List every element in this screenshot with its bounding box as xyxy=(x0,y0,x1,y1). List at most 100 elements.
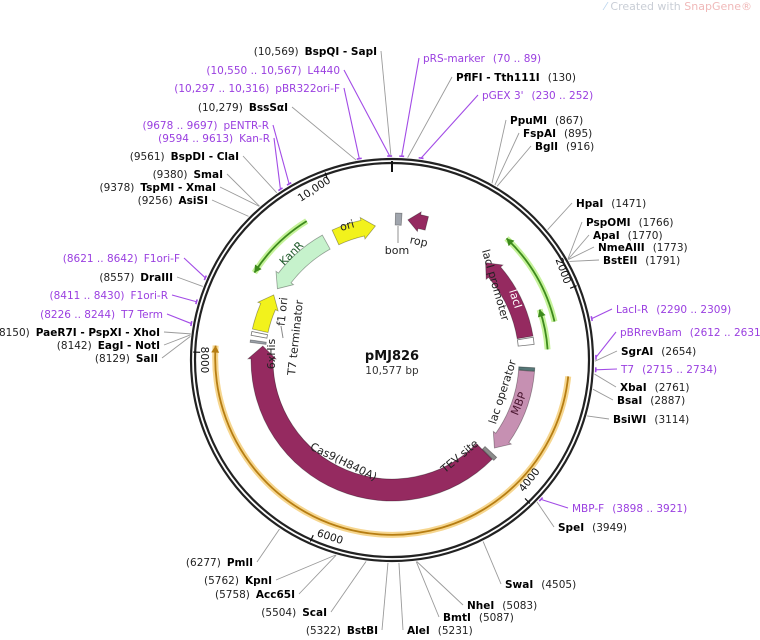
site-leader-line xyxy=(176,276,203,287)
site-position: (1471) xyxy=(611,198,646,210)
site-position: (9378) xyxy=(99,182,134,194)
annotation-arc[interactable] xyxy=(214,345,570,536)
site-bsss-i[interactable]: (10,279)BssSαI xyxy=(198,102,288,114)
feature-label-6xhis[interactable]: 6xHis xyxy=(265,338,278,369)
site-smai[interactable]: (9380)SmaI xyxy=(153,169,223,181)
site-position: (6277) xyxy=(186,557,221,569)
primer-prs-marker[interactable]: pRS-marker(70 .. 89) xyxy=(423,53,541,65)
site-draiii[interactable]: (8557)DraIII xyxy=(99,272,173,284)
feature-f1-ori[interactable] xyxy=(251,294,279,333)
site-spei[interactable]: SpeI(3949) xyxy=(558,522,627,534)
site-leader-line xyxy=(398,562,404,631)
site-scai[interactable]: (5504)ScaI xyxy=(261,607,327,619)
primer-pbr322ori-f[interactable]: (10,297 .. 10,316)pBR322ori-F xyxy=(174,83,340,95)
site-sali[interactable]: (8129)SalI xyxy=(95,353,158,365)
site-bgli[interactable]: BglI(916) xyxy=(535,141,594,153)
site-leader-line xyxy=(163,331,191,335)
site-bmti[interactable]: BmtI(5087) xyxy=(443,612,514,624)
site-swai[interactable]: SwaI(4505) xyxy=(505,579,576,591)
tick-label-8000: 8000 xyxy=(198,347,210,374)
site-sgrai[interactable]: SgrAI(2654) xyxy=(621,346,696,358)
site-position: (9380) xyxy=(153,169,188,181)
primer-pgex-3-[interactable]: pGEX 3'(230 .. 252) xyxy=(482,90,593,102)
site-position: (5231) xyxy=(438,625,473,637)
site-bspqi-sapi[interactable]: (10,569)BspQI - SapI xyxy=(254,46,377,58)
site-acc65i[interactable]: (5758)Acc65I xyxy=(215,589,295,601)
primer-f1ori-f[interactable]: (8621 .. 8642)F1ori-F xyxy=(63,253,180,265)
feature-t7-terminator[interactable] xyxy=(250,331,268,339)
primer-leader-line xyxy=(595,368,618,371)
site-bspdi-clai[interactable]: (9561)BspDI - ClaI xyxy=(130,151,239,163)
feature-6xhis[interactable] xyxy=(249,339,267,345)
primer-l4440[interactable]: (10,550 .. 10,567)L4440 xyxy=(206,65,340,77)
feature-ori[interactable] xyxy=(331,216,377,246)
primer-pbrrevbam[interactable]: pBRrevBam(2612 .. 2631) xyxy=(620,327,760,339)
site-leader-line xyxy=(380,50,392,158)
site-fspai[interactable]: FspAI(895) xyxy=(523,128,592,140)
site-paer7i-pspxi-xhoi[interactable]: (8150)PaeR7I - PspXI - XhoI xyxy=(0,327,160,339)
site-nhei[interactable]: NheI(5083) xyxy=(467,600,537,612)
site-hpai[interactable]: HpaI(1471) xyxy=(576,198,646,210)
primer-leader-line xyxy=(343,69,391,157)
site-apai[interactable]: ApaI(1770) xyxy=(593,230,663,242)
primer-laci-r[interactable]: LacI-R(2290 .. 2309) xyxy=(616,304,731,316)
feature-mbp[interactable] xyxy=(492,369,535,449)
feature-kanr[interactable] xyxy=(275,234,331,290)
site-leader-line xyxy=(330,561,367,613)
primer-kan-r[interactable]: (9594 .. 9613)Kan-R xyxy=(158,133,270,145)
feature-label-ori[interactable]: ori xyxy=(338,217,355,233)
site-pspomi[interactable]: PspOMI(1766) xyxy=(586,217,673,229)
feature-label-bom[interactable]: bom xyxy=(385,244,409,257)
feature-laci[interactable] xyxy=(485,262,534,340)
primer-t7[interactable]: T7(2715 .. 2734) xyxy=(620,364,717,376)
feature-rop[interactable] xyxy=(407,211,429,233)
feature-tev-site[interactable] xyxy=(481,445,498,461)
primer-f1ori-r[interactable]: (8411 .. 8430)F1ori-R xyxy=(50,290,168,302)
feature-cas9-h840a-[interactable] xyxy=(246,345,493,502)
site-name: BspDI - ClaI xyxy=(171,151,239,163)
primer-mbp-f[interactable]: MBP-F(3898 .. 3921) xyxy=(572,503,687,515)
site-name: FspAI xyxy=(523,128,556,140)
site-name: ApaI xyxy=(593,230,620,242)
feature-label-f1-ori[interactable]: f1 ori xyxy=(275,297,291,327)
primer-t7-term[interactable]: (8226 .. 8244)T7 Term xyxy=(40,309,163,321)
site-position: (1773) xyxy=(653,242,688,254)
site-bsai[interactable]: BsaI(2887) xyxy=(617,395,685,407)
site-nmeaiii[interactable]: NmeAIII(1773) xyxy=(598,242,688,254)
site-kpni[interactable]: (5762)KpnI xyxy=(204,575,272,587)
feature-lac-operator[interactable] xyxy=(518,366,536,372)
site-ppumi[interactable]: PpuMI(867) xyxy=(510,115,583,127)
site-pmli[interactable]: (6277)PmlI xyxy=(186,557,253,569)
primer-pentr-r[interactable]: (9678 .. 9697)pENTR-R xyxy=(142,120,269,132)
site-position: (10,569) xyxy=(254,46,299,58)
primer-leader-line xyxy=(343,87,360,159)
site-position: (130) xyxy=(548,72,576,84)
primer-leader-line xyxy=(420,94,479,159)
site-bstbi[interactable]: (5322)BstBI xyxy=(306,625,378,637)
site-name: pBR322ori-F xyxy=(275,83,340,95)
site-name: PaeR7I - PspXI - XhoI xyxy=(36,327,160,339)
site-asisi[interactable]: (9256)AsiSI xyxy=(138,195,208,207)
site-eagi-noti[interactable]: (8142)EagI - NotI xyxy=(57,340,160,352)
arc-arrowhead-icon xyxy=(537,309,546,318)
site-bsteii[interactable]: BstEII(1791) xyxy=(603,255,680,267)
site-name: BstBI xyxy=(347,625,378,637)
site-position: (2761) xyxy=(655,382,690,394)
site-leader-line xyxy=(569,259,600,262)
site-xbai[interactable]: XbaI(2761) xyxy=(620,382,690,394)
site-tspmi-xmai[interactable]: (9378)TspMI - XmaI xyxy=(99,182,216,194)
feature-label-laci[interactable]: lacI xyxy=(506,288,524,310)
site-position: (3949) xyxy=(592,522,627,534)
feature-bom[interactable] xyxy=(394,212,403,226)
feature-laci-promoter[interactable] xyxy=(516,336,535,347)
feature-label-rop[interactable]: rop xyxy=(409,233,429,249)
site-bsiwi[interactable]: BsiWI(3114) xyxy=(613,414,689,426)
site-position: (2887) xyxy=(650,395,685,407)
site-position: (5758) xyxy=(215,589,250,601)
site-position: (8142) xyxy=(57,340,92,352)
annotation-arc[interactable] xyxy=(505,237,556,322)
site-pflfi-tth111i[interactable]: PflFI - Tth111I(130) xyxy=(456,72,576,84)
backbone-ring xyxy=(189,157,595,563)
site-alei[interactable]: AleI(5231) xyxy=(407,625,473,637)
primer-binding-mark xyxy=(190,321,193,327)
